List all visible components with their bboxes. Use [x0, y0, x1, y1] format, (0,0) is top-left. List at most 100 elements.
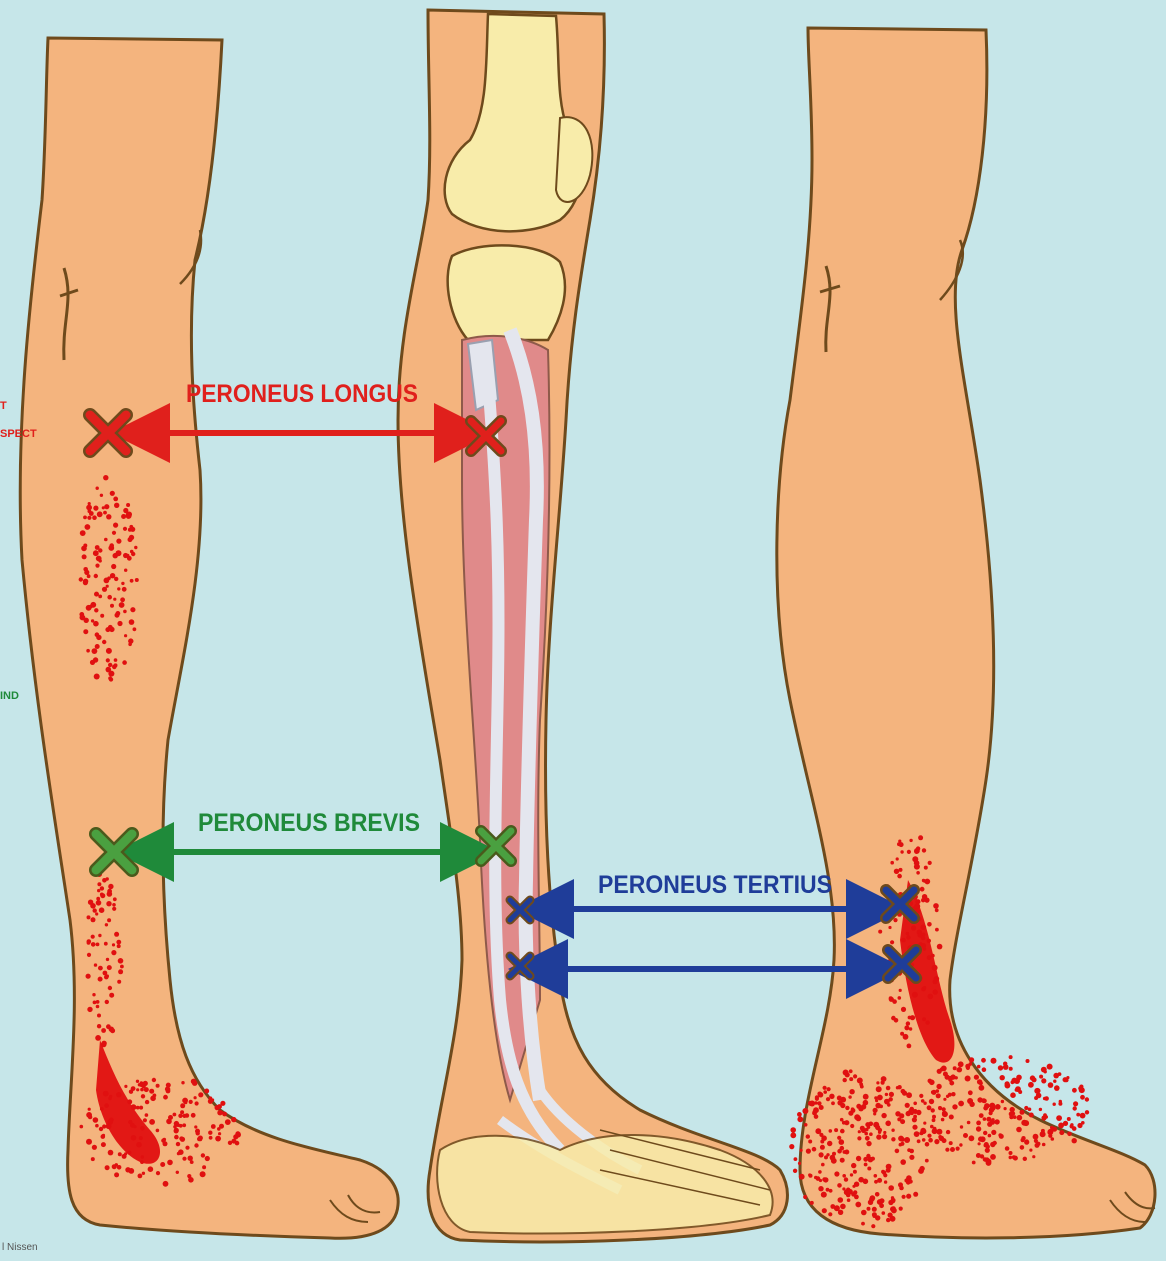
middle-leg [398, 10, 787, 1242]
pain-dot [215, 1136, 221, 1142]
pain-dot [899, 1207, 903, 1211]
pain-dot [981, 1098, 986, 1103]
pain-dot [822, 1208, 827, 1213]
pain-dot [879, 1105, 883, 1109]
pain-dot [829, 1189, 833, 1193]
pain-dot [989, 1111, 993, 1115]
pain-dot [112, 907, 116, 911]
pain-dot [122, 660, 127, 665]
pain-dot [108, 676, 112, 680]
pain-dot [821, 1192, 827, 1198]
pain-dot [867, 1207, 871, 1211]
pain-dot [107, 918, 111, 922]
pain-dot [204, 1089, 209, 1094]
pain-dot [101, 1042, 107, 1048]
pain-dot [891, 1208, 897, 1214]
pain-dot [875, 1192, 880, 1197]
pain-dot [1023, 1120, 1029, 1126]
pain-dot [97, 889, 100, 892]
pain-dot [156, 1171, 160, 1175]
pain-dot [217, 1110, 222, 1115]
pain-dot [817, 1101, 821, 1105]
pain-dot [876, 1134, 881, 1139]
pain-dot [174, 1129, 179, 1134]
pain-dot [93, 1001, 97, 1005]
pain-dot [969, 1057, 974, 1062]
pain-dot [967, 1121, 971, 1125]
pain-dot [106, 901, 111, 906]
pain-dot [906, 1194, 911, 1199]
pain-dot [179, 1136, 183, 1140]
pain-dot [108, 1150, 114, 1156]
pain-dot [823, 1086, 827, 1090]
pain-dot [946, 1130, 950, 1134]
pain-dot [114, 932, 119, 937]
pain-dot [879, 1203, 884, 1208]
pain-dot [844, 1120, 849, 1125]
pain-dot [208, 1131, 212, 1135]
pain-dot [1067, 1117, 1071, 1121]
pain-dot [117, 980, 121, 984]
pain-dot [931, 954, 935, 958]
pain-dot [83, 629, 88, 634]
pain-dot [890, 861, 894, 865]
pain-dot [1010, 1107, 1015, 1112]
pain-dot [900, 1159, 906, 1165]
pain-dot [838, 1197, 844, 1203]
pain-dot [927, 939, 931, 943]
pain-dot [934, 1139, 939, 1144]
pain-dot [107, 889, 112, 894]
pain-dot [871, 1157, 875, 1161]
pain-dot [110, 491, 115, 496]
pain-dot [120, 597, 125, 602]
pain-dot [925, 1142, 930, 1147]
pain-dot [820, 1145, 825, 1150]
pain-dot [929, 1080, 935, 1086]
pain-dot [113, 523, 118, 528]
pain-dot [104, 1103, 109, 1108]
pain-dot [906, 935, 910, 939]
pain-dot [928, 994, 934, 1000]
pain-dot [882, 1211, 886, 1215]
pain-dot [1085, 1097, 1089, 1101]
pain-dot [828, 1212, 832, 1216]
pain-dot [815, 1095, 819, 1099]
pain-dot [840, 1158, 845, 1163]
pain-dot [936, 1084, 941, 1089]
pain-dot [982, 1067, 987, 1072]
edge-text-red-1: T [0, 400, 7, 412]
pain-dot [94, 608, 98, 612]
pain-dot [983, 1117, 987, 1121]
pain-dot [905, 1103, 910, 1108]
pain-dot [176, 1171, 179, 1174]
pain-dot [103, 475, 108, 480]
pain-dot [108, 1097, 112, 1101]
pain-dot [145, 1100, 149, 1104]
pain-dot [1020, 1145, 1025, 1150]
pain-dot [950, 1147, 955, 1152]
pain-dot [1009, 1067, 1013, 1071]
pain-dot [92, 515, 97, 520]
pain-dot [800, 1149, 803, 1152]
pain-dot [87, 915, 91, 919]
pain-dot [1016, 1127, 1022, 1133]
pain-dot [789, 1144, 794, 1149]
pain-dot [201, 1153, 205, 1157]
pain-dot [124, 634, 127, 637]
pain-dot [1043, 1113, 1047, 1117]
pain-dot [894, 1018, 899, 1023]
pain-dot [95, 644, 100, 649]
pain-dot [111, 950, 116, 955]
pain-dot [829, 1094, 834, 1099]
pain-dot [907, 850, 911, 854]
pain-dot [185, 1146, 189, 1150]
pain-dot [842, 1174, 846, 1178]
pain-dot [139, 1106, 143, 1110]
pain-dot [882, 1134, 887, 1139]
pain-dot [939, 1136, 944, 1141]
pain-dot [228, 1141, 232, 1145]
pain-dot [127, 1151, 131, 1155]
pain-dot [1032, 1155, 1035, 1158]
pain-dot [863, 1100, 869, 1106]
pain-dot [885, 1093, 888, 1096]
